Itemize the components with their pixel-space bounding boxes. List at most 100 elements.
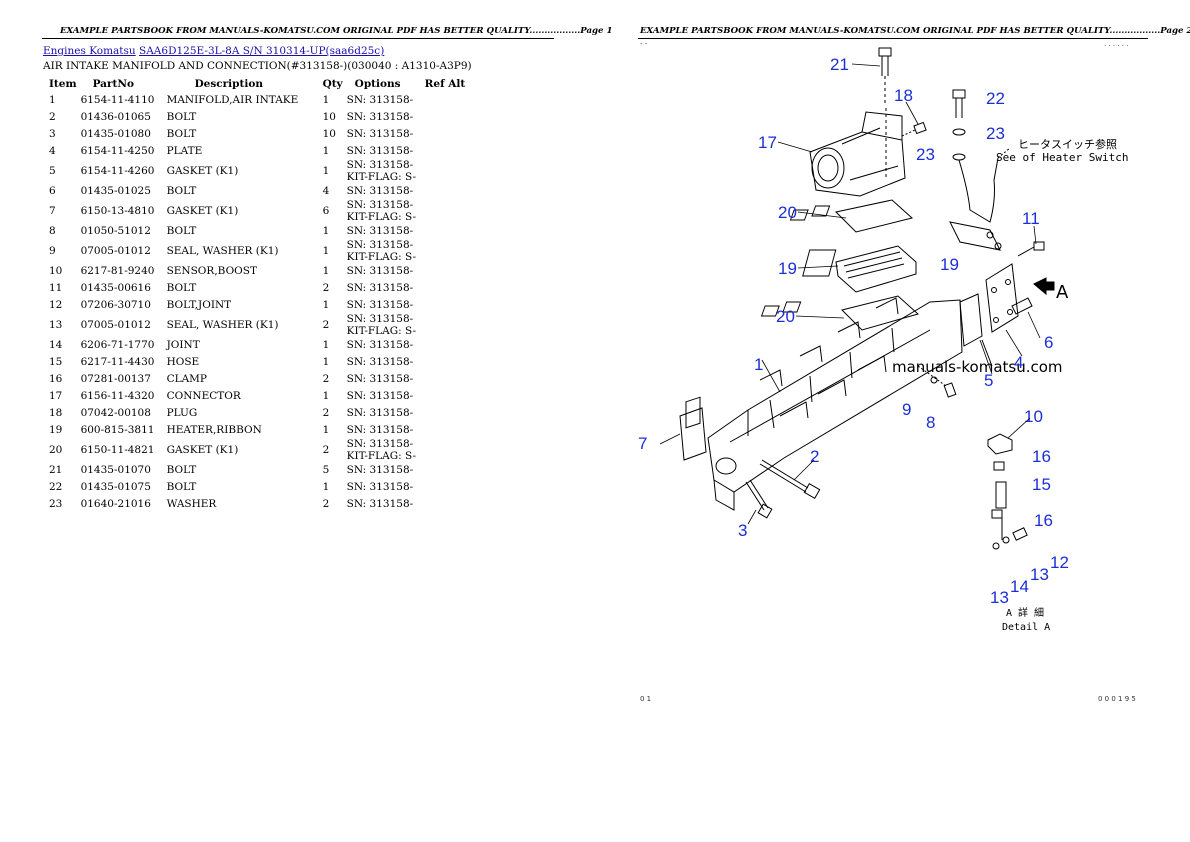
cell-partno: 6154-11-4260 [80, 164, 155, 177]
manifold-1-drawing [707, 297, 963, 511]
callout-11: 11 [1022, 209, 1040, 228]
cell-partno: 600-815-3811 [80, 423, 155, 436]
cell-description: BOLT [166, 281, 197, 294]
cell-partno: 07206-30710 [80, 298, 151, 311]
cell-qty: 1 [322, 480, 330, 493]
cell-item: 17 [49, 389, 63, 402]
cell-description: GASKET (K1) [166, 443, 239, 456]
cell-qty: 1 [322, 423, 330, 436]
breadcrumb-link-model[interactable]: SAA6D125E-3L-8A S/N 310314-UP(saa6d25c) [139, 45, 385, 57]
heater-19-drawing [802, 245, 917, 293]
option-line: SN: 313158- [346, 281, 414, 294]
cell-qty: 10 [322, 127, 336, 140]
option-line: SN: 313158- [346, 372, 414, 385]
callout-18: 18 [894, 86, 913, 105]
cell-item: 11 [49, 281, 63, 294]
option-line: SN: 313158- [346, 463, 414, 476]
col-header-refalt: Ref Alt [424, 78, 466, 90]
callout-20a: 20 [778, 203, 797, 222]
cell-item: 13 [49, 318, 63, 331]
cell-item: 3 [49, 127, 56, 140]
callout-16a: 16 [1032, 447, 1051, 466]
cell-item: 14 [49, 338, 63, 351]
option-line: SN: 313158- [346, 144, 414, 157]
cell-description: CONNECTOR [166, 389, 241, 402]
callout-5: 5 [984, 371, 993, 390]
page1-header-rule [42, 38, 554, 39]
gasket-5-drawing [959, 293, 983, 347]
callout-16b: 16 [1034, 511, 1053, 530]
col-header-item: Item [49, 78, 77, 90]
callout-19b: 19 [940, 255, 959, 274]
cell-options: SN: 313158- [345, 280, 423, 297]
cell-qty: 1 [322, 164, 330, 177]
note-jp: ヒータスイッチ参照 [1018, 137, 1117, 151]
bolt-3-drawing [745, 479, 773, 519]
cell-refalt [423, 462, 468, 479]
cell-description: BOLT [166, 224, 197, 237]
cell-options: SN: 313158- [345, 183, 423, 200]
cell-refalt [423, 439, 468, 462]
option-line: SN: 313158- [346, 497, 414, 510]
cell-qty: 5 [322, 463, 330, 476]
option-line: SN: 313158- [346, 264, 414, 277]
cell-refalt [423, 371, 468, 388]
option-line: SN: 313158- [346, 127, 414, 140]
option-line: KIT-FLAG: S- [346, 250, 417, 263]
cell-description: BOLT [166, 480, 197, 493]
callout-7: 7 [638, 434, 647, 453]
page2-header: EXAMPLE PARTSBOOK FROM MANUALS-KOMATSU.C… [640, 26, 1190, 36]
option-line: KIT-FLAG: S- [346, 170, 417, 183]
cell-partno: 01435-01025 [80, 184, 151, 197]
cell-qty: 1 [322, 355, 330, 368]
cell-description: BOLT [166, 127, 197, 140]
cell-item: 18 [49, 406, 63, 419]
cell-refalt [423, 200, 468, 223]
cell-qty: 1 [322, 224, 330, 237]
option-line: KIT-FLAG: S- [346, 449, 417, 462]
cell-refalt [423, 92, 468, 109]
bolt-8-drawing [917, 365, 957, 398]
cell-item: 10 [49, 264, 63, 277]
top-right-mark: . . . . . . [1104, 40, 1129, 48]
cell-item: 5 [49, 164, 56, 177]
cell-partno: 6156-11-4320 [80, 389, 155, 402]
cell-qty: 1 [322, 144, 330, 157]
callout-22: 22 [986, 89, 1005, 108]
breadcrumb-link-engines[interactable]: Engines Komatsu [43, 45, 136, 57]
cell-partno: 6154-11-4250 [80, 144, 155, 157]
cell-partno: 01435-01075 [80, 480, 151, 493]
cell-partno: 6206-71-1770 [80, 338, 155, 351]
cell-partno: 01640-21016 [80, 497, 151, 510]
cell-qty: 10 [322, 110, 336, 123]
option-line: SN: 313158- [346, 93, 414, 106]
cell-description: HEATER,RIBBON [166, 423, 262, 436]
cell-options: SN: 313158- [345, 109, 423, 126]
view-marker-a: A [1056, 282, 1069, 303]
cell-options: SN: 313158- [345, 405, 423, 422]
col-header-options: Options [354, 78, 401, 90]
option-line: KIT-FLAG: S- [346, 324, 417, 337]
cell-refalt [423, 496, 468, 513]
cell-item: 4 [49, 144, 56, 157]
cell-description: PLATE [166, 144, 203, 157]
cell-options: SN: 313158- [345, 388, 423, 405]
cell-description: BOLT [166, 184, 197, 197]
cell-item: 19 [49, 423, 63, 436]
cell-options: SN: 313158- [345, 371, 423, 388]
cell-refalt [423, 280, 468, 297]
cell-item: 15 [49, 355, 63, 368]
cell-options: SN: 313158-KIT-FLAG: S- [345, 199, 423, 223]
cell-refalt [423, 405, 468, 422]
page1-header: EXAMPLE PARTSBOOK FROM MANUALS-KOMATSU.C… [60, 26, 613, 36]
callout-15: 15 [1032, 475, 1051, 494]
col-header-qty: Qty [322, 78, 343, 90]
